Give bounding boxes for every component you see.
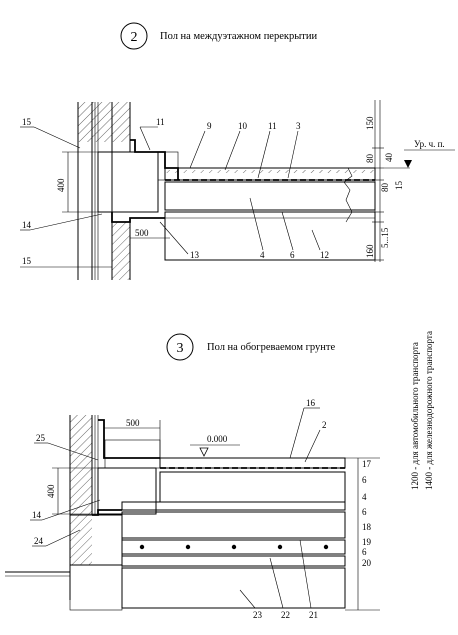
section-3-labels: 25 16 2 14 24 23 22 21 17 6 4 6 18 19 6 …	[30, 398, 372, 620]
label-2: 2	[322, 420, 327, 430]
layer-label-17: 17	[362, 459, 372, 469]
level-marker-icon	[404, 160, 412, 168]
label-22: 22	[281, 610, 290, 620]
concrete-layer-3	[121, 501, 346, 511]
layer-label-4: 4	[362, 492, 367, 502]
label-10: 10	[238, 121, 248, 131]
layer-label-19: 19	[362, 537, 372, 547]
dim-500-3: 500	[126, 418, 140, 428]
label-15-top: 15	[22, 117, 32, 127]
dim-400-3: 400	[46, 484, 56, 498]
dim-80b: 80	[380, 183, 390, 193]
section-3-circle	[166, 333, 194, 361]
side-note-1: 1200 - для автомобильного транспорта	[410, 342, 420, 490]
dim-160: 160	[365, 244, 375, 258]
label-6: 6	[290, 250, 295, 260]
edge-insulation-block-3	[97, 467, 157, 515]
level-0000: 0.000	[207, 434, 228, 444]
label-4: 4	[260, 250, 265, 260]
label-3: 3	[296, 121, 301, 131]
section-2-header: 2 Пол на междуэтажном перекрытии	[120, 22, 317, 50]
dim-40: 40	[384, 153, 394, 163]
section-2-circle	[120, 22, 148, 50]
label-12: 12	[320, 250, 329, 260]
label-15-bottom: 15	[22, 256, 32, 266]
section-2-number: 2	[131, 30, 138, 45]
dim-5-15: 5...15	[380, 227, 390, 248]
wall-hatch	[78, 102, 130, 142]
label-9: 9	[207, 121, 212, 131]
layer-label-18: 18	[362, 522, 372, 532]
zero-level-marker-icon	[199, 447, 209, 457]
concrete-slab-3	[121, 511, 346, 539]
label-11-b: 11	[268, 121, 277, 131]
label-11-a: 11	[156, 117, 165, 127]
dim-80: 80	[365, 154, 375, 164]
side-note-2: 1400 - для железнодорожного транспорта	[424, 331, 434, 490]
label-24: 24	[34, 536, 44, 546]
dim-500: 500	[135, 228, 149, 238]
section-3-drawing: 0.000 500 400	[5, 415, 380, 611]
label-14: 14	[22, 220, 32, 230]
level-label: Ур. ч. п.	[414, 139, 445, 149]
insulation-layer-3	[159, 471, 346, 503]
label-21: 21	[309, 610, 318, 620]
section-3-title: Пол на обогреваемом грунте	[207, 342, 336, 353]
label-13: 13	[190, 250, 200, 260]
section-2-title: Пол на междуэтажном перекрытии	[160, 31, 317, 42]
layer-label-6c: 6	[362, 547, 367, 557]
insulation-layer	[164, 181, 376, 211]
label-14-3: 14	[32, 510, 42, 520]
layer-label-6a: 6	[362, 475, 367, 485]
waterproof-layer	[165, 170, 375, 173]
dim-400: 400	[56, 178, 66, 192]
label-23: 23	[253, 610, 263, 620]
sand-layer-3	[121, 567, 346, 609]
label-16: 16	[306, 398, 316, 408]
section-2-drawing: 150 80 40 80 15 5...15 160 Ур. ч. п. 400…	[20, 100, 455, 280]
dim-15: 15	[394, 181, 404, 191]
layer-label-6b: 6	[362, 507, 367, 517]
label-25: 25	[36, 433, 46, 443]
lower-wall-hatch	[112, 222, 130, 280]
wall-hatch-3	[70, 415, 92, 565]
base-layer-3	[121, 555, 346, 567]
dim-150: 150	[365, 116, 375, 130]
layer-label-20: 20	[362, 558, 372, 568]
screed-layer	[164, 167, 376, 181]
top-screed-3	[159, 457, 346, 469]
heating-layer-3	[121, 539, 346, 555]
section-3-header: 3 Пол на обогреваемом грунте	[166, 333, 336, 361]
section-3-number: 3	[177, 341, 184, 356]
edge-insulation-block	[97, 151, 159, 213]
